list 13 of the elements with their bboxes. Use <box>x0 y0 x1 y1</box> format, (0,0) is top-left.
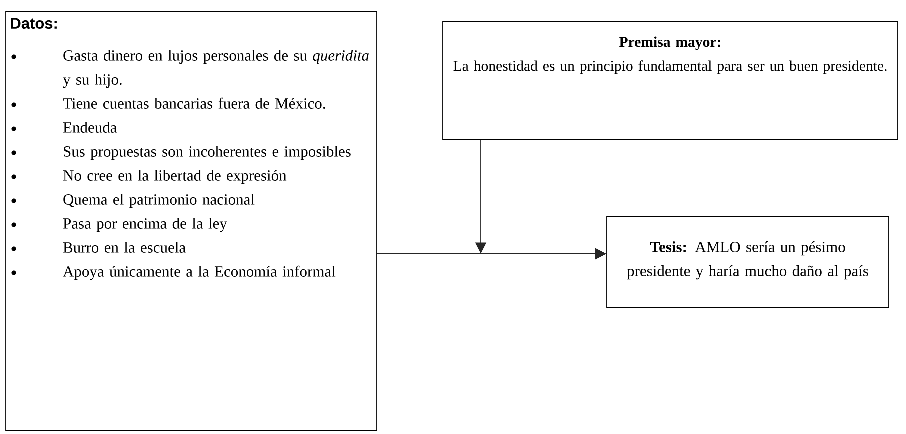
list-item: Apoya únicamente a la Economía informal <box>12 266 336 280</box>
list-item: Burro en la escuela <box>12 242 186 253</box>
list-item: Gasta dinero en lujos personales de su queridita y su hijo. <box>12 50 369 88</box>
list-item: Tiene cuentas bancarias fuera de México. <box>12 98 326 110</box>
thesis-box: Tesis: AMLO sería un pésimo presidente y haría mucho daño al país <box>606 216 890 308</box>
premise-text: La honestidad es un principio fundamental para ser un buen presidente. <box>454 60 887 74</box>
box-heading: Datos: <box>11 18 57 30</box>
list-item: Quema el patrimonio nacional <box>12 194 255 208</box>
list-item: No cree en la libertad de expresión <box>12 170 287 184</box>
list-item: Sus propuestas son incoherentes e imposibles <box>12 146 351 160</box>
box-heading: Premisa mayor: <box>620 36 720 50</box>
list-item: Endeuda <box>12 122 118 133</box>
list-item: Pasa por encima de la ley <box>12 218 228 232</box>
